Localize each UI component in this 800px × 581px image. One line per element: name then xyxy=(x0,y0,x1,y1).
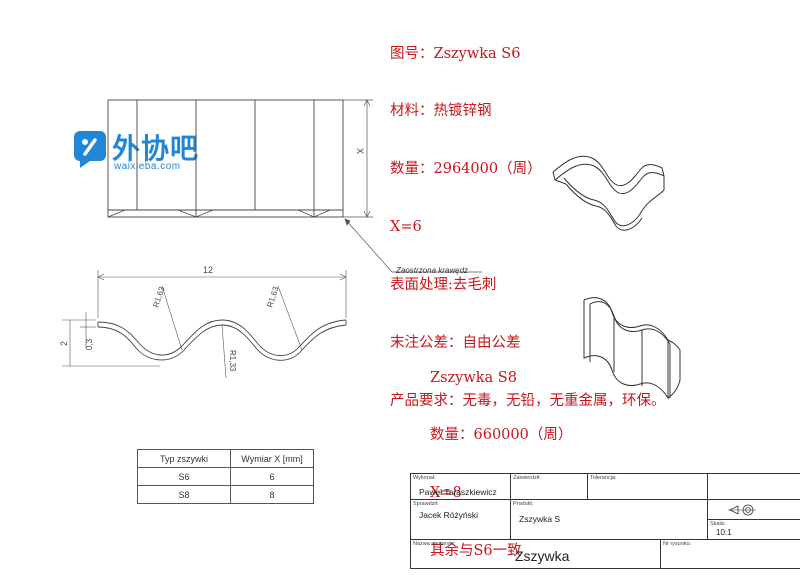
spec-line: 数量：660000（周） xyxy=(430,427,573,444)
spec-notes-s6: 图号：Zszywka S6 材料：热镀锌钢 数量：2964000（周） X=6 … xyxy=(390,6,666,431)
dim-x-label: X xyxy=(355,148,365,154)
radius-left-label: R1,63 xyxy=(151,285,166,309)
technical-drawing: X 12 2 0,3 R1,63 R1,63 R1,33 xyxy=(59,99,681,400)
tb-drawn-cell: Wykonał: Paweł Taraszkiewicz xyxy=(411,474,511,500)
table-header-row: Typ zszywki Wymiar X [mm] xyxy=(137,449,314,468)
dim-width-label: 12 xyxy=(203,265,213,275)
tb-name-cell: Nazwa elementu: Zszywka xyxy=(411,540,661,569)
spec-line: X=8 xyxy=(430,485,462,502)
tb-checked-value: Jacek Różyński xyxy=(419,510,479,520)
tb-tolerance-label: Tolerancja: xyxy=(590,475,617,481)
spec-line: Zszywka S8 xyxy=(430,369,517,386)
tb-tolerance-cell: Tolerancja: xyxy=(588,474,708,500)
table-header: Wymiar X [mm] xyxy=(230,449,314,468)
logo-icon xyxy=(74,131,106,168)
tb-name-value: Zszywka xyxy=(515,548,570,564)
spec-line: 末注公差：自由公差 xyxy=(390,335,521,352)
table-cell: 8 xyxy=(230,485,314,504)
tb-scale-cell: Skala: 10:1 xyxy=(708,520,800,540)
title-block: Wykonał: Paweł Taraszkiewicz Zatwierdził… xyxy=(410,473,800,569)
spec-line: 表面处理:去毛刺 xyxy=(390,277,497,294)
dim-height-label: 2 xyxy=(59,341,69,346)
tb-scale-label: Skala: xyxy=(710,521,726,527)
tb-scale-value: 10:1 xyxy=(716,528,732,537)
tb-drawn-label: Wykonał: xyxy=(413,475,436,481)
callout-label: Zaostrzona krawędz xyxy=(396,266,469,275)
table-row: S6 6 xyxy=(137,467,314,486)
tb-checked-cell: Sprawdził: Jacek Różyński xyxy=(411,500,511,540)
tb-projection-cell xyxy=(708,500,800,520)
iso-view-s8 xyxy=(583,297,681,400)
spec-line: 材料：热镀锌钢 xyxy=(390,103,492,120)
callout-leader xyxy=(344,218,482,273)
tb-approved-label: Zatwierdził: xyxy=(513,475,541,481)
profile-dimensions xyxy=(62,270,347,379)
tb-product-cell: Produkt: Zszywka S xyxy=(511,500,708,540)
table-row: S8 8 xyxy=(137,485,314,504)
size-table: Typ zszywki Wymiar X [mm] S6 6 S8 8 xyxy=(137,449,314,504)
spec-line: 图号：Zszywka S6 xyxy=(390,45,521,62)
tb-drawn-value: Paweł Taraszkiewicz xyxy=(419,487,497,497)
radius-right-label: R1,63 xyxy=(265,285,280,309)
logo-domain: waixieba.com xyxy=(114,161,181,172)
tb-name-label: Nazwa elementu: xyxy=(413,541,456,547)
spec-line: X=6 xyxy=(390,219,422,236)
tb-drawing-no-label: Nr rysunku: xyxy=(663,541,692,547)
table-cell: S6 xyxy=(137,467,231,486)
spec-notes-s8: Zszywka S8 数量：660000（周） X=8 其余与S6一致 xyxy=(430,330,572,581)
tb-checked-label: Sprawdził: xyxy=(413,501,439,507)
table-header: Typ zszywki xyxy=(137,449,231,468)
top-view-outline xyxy=(107,99,344,218)
x-dimension xyxy=(343,99,373,218)
table-cell: S8 xyxy=(137,485,231,504)
radius-bottom-label: R1,33 xyxy=(228,350,237,372)
iso-view-s6 xyxy=(552,155,665,231)
spec-line: 产品要求：无毒，无铅，无重金属，环保。 xyxy=(390,392,666,409)
projection-symbol-icon xyxy=(728,504,756,516)
tb-drawing-no-cell: Nr rysunku: xyxy=(661,540,800,569)
tb-blank-cell xyxy=(708,474,800,500)
dim-thickness-label: 0,3 xyxy=(85,338,94,350)
tb-product-label: Produkt: xyxy=(513,501,534,507)
tb-approved-cell: Zatwierdził: xyxy=(511,474,588,500)
table-cell: 6 xyxy=(230,467,314,486)
tb-product-value: Zszywka S xyxy=(519,514,561,524)
logo-text: 外协吧 xyxy=(112,132,200,165)
top-view xyxy=(107,99,344,218)
spec-line: 其余与S6一致 xyxy=(430,543,522,560)
spec-line: 数量：2964000（周） xyxy=(390,161,542,178)
